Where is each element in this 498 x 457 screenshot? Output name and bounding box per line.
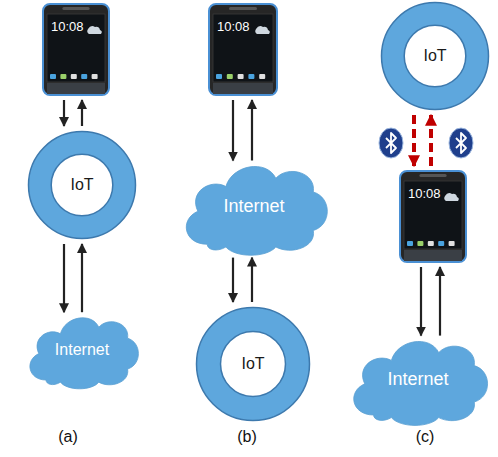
data-flow-arrow [63,244,65,312]
bluetooth-symbol [449,128,473,158]
data-flow-arrow [251,258,253,302]
cloud-node: Internet [344,324,492,428]
panel-label: (b) [237,428,257,446]
data-flow-arrow [63,100,65,126]
data-flow-arrow [420,267,422,336]
iot-node: IoT [380,1,490,111]
cloud-node: Internet [22,303,142,391]
data-flow-arrow [232,258,234,302]
bluetooth-link-arrow [429,115,433,166]
cloud-node: Internet [176,148,332,258]
iot-node: IoT [27,130,137,240]
smartphone-node: 10:08 [208,3,278,96]
data-flow-arrow [81,244,83,312]
bluetooth-symbol [379,128,403,158]
smartphone-illustration [208,3,278,96]
node-label: Internet [176,195,332,217]
data-flow-arrow [439,267,441,336]
iot-node: IoT [195,306,311,422]
node-label: Internet [344,368,492,390]
node-label: IoT [27,175,137,195]
smartphone-node: 10:08 [42,3,110,96]
clock-text: 10:08 [408,186,441,201]
data-flow-arrow [232,100,234,161]
panel-label: (a) [58,428,78,446]
clock-text: 10:08 [217,19,250,34]
smartphone-illustration [399,170,467,263]
smartphone-node: 10:08 [399,170,467,263]
node-label: IoT [195,354,311,374]
clock-text: 10:08 [51,19,84,34]
node-label: Internet [22,339,142,361]
node-label: IoT [380,46,490,66]
smartphone-illustration [42,3,110,96]
data-flow-arrow [81,100,83,126]
panel-label: (c) [416,428,435,446]
bluetooth-link-arrow [412,115,416,166]
data-flow-arrow [251,100,253,161]
